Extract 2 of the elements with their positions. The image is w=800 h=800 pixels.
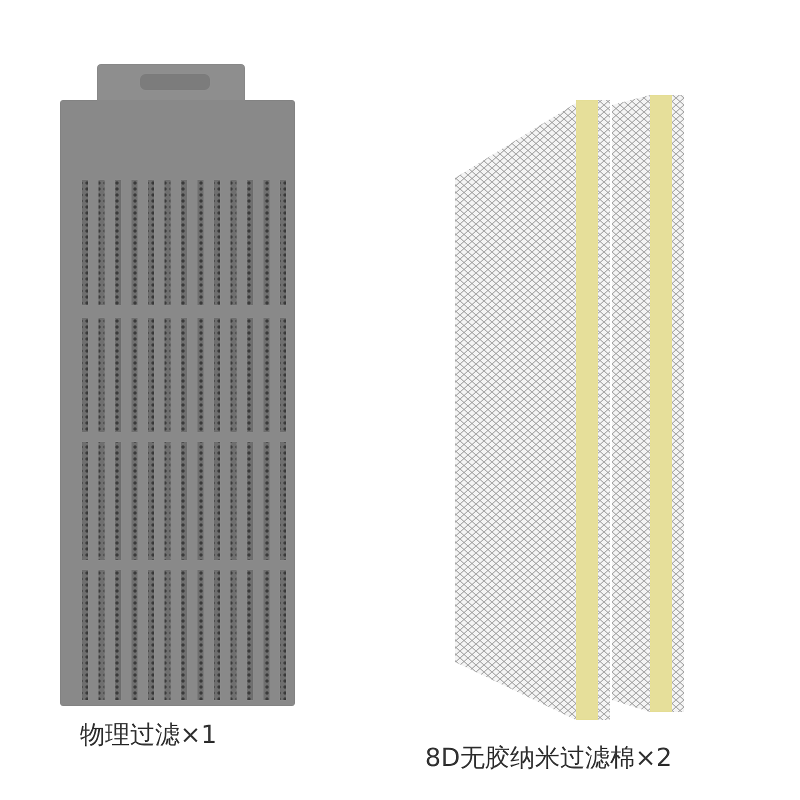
caption: 物理过滤×1 bbox=[80, 722, 217, 747]
caption: 8D无胶纳米过滤棉×2 bbox=[425, 745, 672, 770]
